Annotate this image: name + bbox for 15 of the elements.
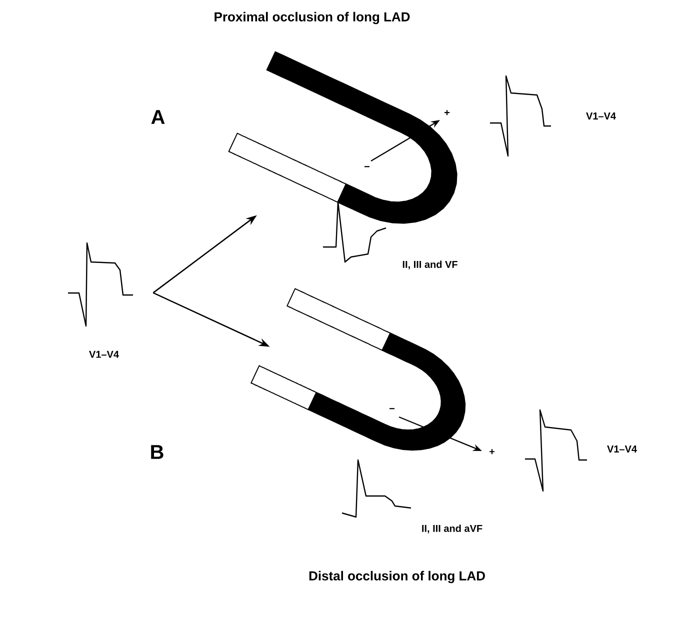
lead-label: V1–V4 — [586, 112, 616, 120]
lead-label: II, III and aVF — [422, 524, 482, 534]
heart-wall-drawing — [250, 288, 466, 451]
panel-letter: A — [151, 110, 165, 124]
polarity-sign: + — [444, 110, 450, 116]
heart-wall-drawing — [228, 51, 458, 224]
lead-label: II, III and VF — [402, 260, 458, 270]
panel-letter: B — [151, 445, 164, 459]
heading: Proximal occlusion of long LAD — [214, 12, 410, 24]
lead-label: V1–V4 — [607, 446, 637, 452]
polarity-sign: − — [390, 408, 395, 410]
ecg-tracing: V1–V4 — [68, 242, 133, 358]
polarity-sign: + — [490, 449, 495, 454]
polarity-sign: − — [364, 166, 370, 168]
heading: Distal occlusion of long LAD — [309, 570, 485, 584]
